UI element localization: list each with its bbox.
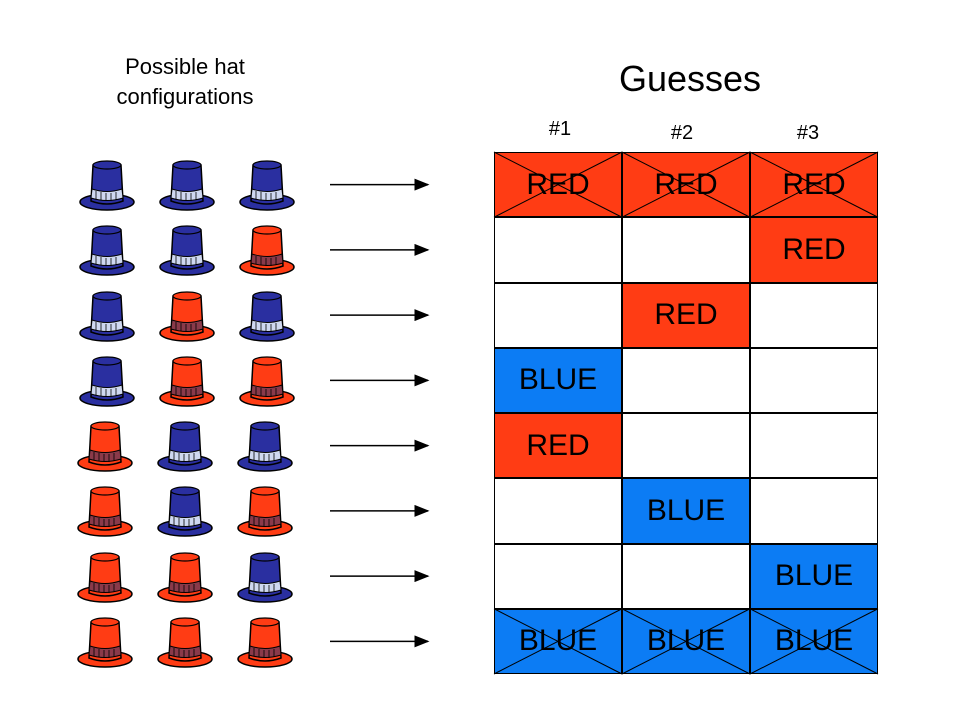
- blue-hat-icon: [236, 418, 294, 479]
- blue-hat-icon: [78, 288, 136, 349]
- guess-cell: [622, 217, 750, 283]
- guess-cell: [622, 347, 750, 413]
- guess-cell: RED: [750, 217, 878, 283]
- blue-hat-icon: [238, 288, 296, 349]
- cross-line: [749, 608, 879, 675]
- cross-line: [493, 608, 623, 675]
- guess-cell: [750, 282, 878, 348]
- red-hat-icon: [156, 614, 214, 675]
- red-hat-icon: [238, 222, 296, 283]
- red-hat-icon: [76, 549, 134, 610]
- blue-hat-icon: [78, 222, 136, 283]
- guess-cell: [494, 282, 622, 348]
- blue-hat-icon: [78, 353, 136, 414]
- red-hat-icon: [76, 483, 134, 544]
- guess-cell: [494, 478, 622, 544]
- guess-cell: [750, 413, 878, 479]
- blue-hat-icon: [158, 222, 216, 283]
- blue-hat-icon: [156, 483, 214, 544]
- guess-cell: [622, 543, 750, 609]
- guesses-title: Guesses: [618, 58, 762, 99]
- guess-cell: BLUE: [750, 543, 878, 609]
- red-hat-icon: [236, 483, 294, 544]
- column-label-3: #3: [796, 122, 820, 144]
- guess-cell: [622, 413, 750, 479]
- cross-line: [621, 608, 751, 675]
- red-hat-icon: [156, 549, 214, 610]
- guess-cell: BLUE: [622, 478, 750, 544]
- guess-cell: [494, 217, 622, 283]
- red-hat-icon: [158, 288, 216, 349]
- blue-hat-icon: [236, 549, 294, 610]
- guess-cell: [750, 478, 878, 544]
- column-label-1: #1: [548, 118, 572, 140]
- red-hat-icon: [76, 614, 134, 675]
- guess-cell: [750, 347, 878, 413]
- guess-cell: [494, 543, 622, 609]
- blue-hat-icon: [156, 418, 214, 479]
- column-label-2: #2: [670, 122, 694, 144]
- blue-hat-icon: [238, 157, 296, 218]
- guess-cell: BLUE: [494, 347, 622, 413]
- red-hat-icon: [236, 614, 294, 675]
- cross-line: [621, 151, 751, 218]
- guess-table: REDREDREDREDREDBLUEREDBLUEBLUEBLUEBLUEBL…: [494, 152, 878, 674]
- red-hat-icon: [158, 353, 216, 414]
- red-hat-icon: [76, 418, 134, 479]
- cross-line: [493, 151, 623, 218]
- guess-cell: RED: [494, 413, 622, 479]
- red-hat-icon: [238, 353, 296, 414]
- blue-hat-icon: [78, 157, 136, 218]
- guess-cell: RED: [622, 282, 750, 348]
- cross-line: [749, 151, 879, 218]
- blue-hat-icon: [158, 157, 216, 218]
